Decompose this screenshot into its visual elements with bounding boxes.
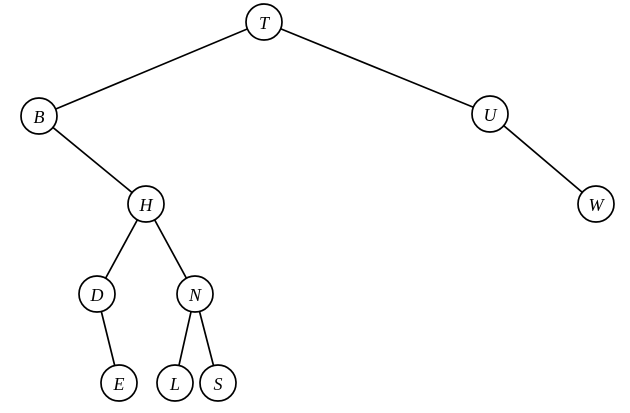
- tree-edges-layer: [38, 21, 597, 384]
- tree-node-circle-L: [156, 364, 194, 402]
- tree-node-L: L: [156, 364, 194, 402]
- tree-node-label-L: L: [169, 374, 180, 394]
- tree-nodes-layer: T B U H W D N E L S: [20, 3, 615, 402]
- tree-node-label-U: U: [484, 105, 498, 125]
- tree-node-label-H: H: [139, 195, 154, 215]
- tree-node-E: E: [100, 364, 138, 402]
- tree-node-circle-D: [78, 275, 116, 313]
- tree-node-circle-N: [176, 275, 214, 313]
- tree-node-label-S: S: [214, 374, 223, 394]
- tree-edge-U-W: [489, 113, 597, 205]
- tree-node-circle-U: [471, 95, 509, 133]
- tree-edge-T-U: [263, 21, 491, 115]
- tree-node-W: W: [577, 185, 615, 223]
- tree-node-label-D: D: [90, 285, 104, 305]
- tree-node-D: D: [78, 275, 116, 313]
- tree-node-circle-B: [20, 97, 58, 135]
- tree-node-circle-E: [100, 364, 138, 402]
- tree-node-circle-W: [577, 185, 615, 223]
- tree-node-label-B: B: [34, 107, 45, 127]
- tree-edge-T-B: [38, 21, 265, 117]
- tree-node-circle-S: [199, 364, 237, 402]
- tree-node-T: T: [245, 3, 283, 41]
- tree-node-label-N: N: [188, 285, 202, 305]
- tree-node-label-E: E: [113, 374, 125, 394]
- tree-node-B: B: [20, 97, 58, 135]
- tree-node-label-W: W: [589, 195, 606, 215]
- tree-node-circle-T: [245, 3, 283, 41]
- tree-node-H: H: [127, 185, 165, 223]
- tree-node-circle-H: [127, 185, 165, 223]
- tree-node-N: N: [176, 275, 214, 313]
- tree-node-S: S: [199, 364, 237, 402]
- tree-edge-B-H: [38, 115, 147, 205]
- tree-node-U: U: [471, 95, 509, 133]
- tree-node-label-T: T: [259, 13, 271, 33]
